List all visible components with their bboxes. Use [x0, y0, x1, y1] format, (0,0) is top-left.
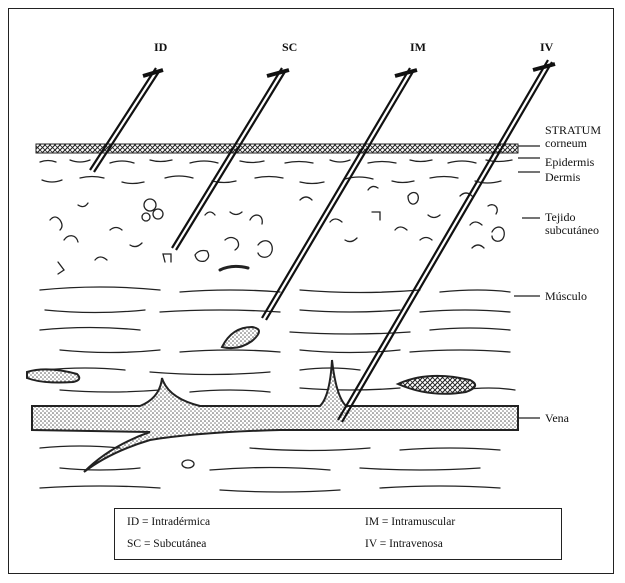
- route-label-sc: SC: [282, 40, 297, 55]
- legend-sc: SC = Subcutánea: [127, 538, 206, 550]
- label-vena: Vena: [545, 412, 569, 425]
- needle-iv: [338, 60, 555, 422]
- small-vessel-right: [398, 376, 475, 394]
- label-subcutaneo: subcutáneo: [545, 224, 599, 237]
- label-leaders: [514, 146, 540, 418]
- legend-id: ID = Intradérmica: [127, 516, 210, 528]
- route-label-im: IM: [410, 40, 426, 55]
- needle-sc: [172, 68, 289, 250]
- needle-id: [90, 68, 163, 172]
- label-dermis: Dermis: [545, 171, 580, 184]
- small-vessel-left: [27, 369, 79, 382]
- label-musculo: Músculo: [545, 290, 587, 303]
- dermis-texture: [40, 160, 512, 184]
- route-label-id: ID: [154, 40, 167, 55]
- legend-im: IM = Intramuscular: [365, 516, 455, 528]
- label-epidermis: Epidermis: [545, 156, 594, 169]
- legend-box: ID = Intradérmica IM = Intramuscular SC …: [114, 508, 562, 560]
- legend-iv: IV = Intravenosa: [365, 538, 443, 550]
- needle-im: [262, 68, 417, 320]
- route-label-iv: IV: [540, 40, 553, 55]
- label-corneum: corneum: [545, 137, 587, 150]
- small-vessel-muscle: [222, 327, 259, 348]
